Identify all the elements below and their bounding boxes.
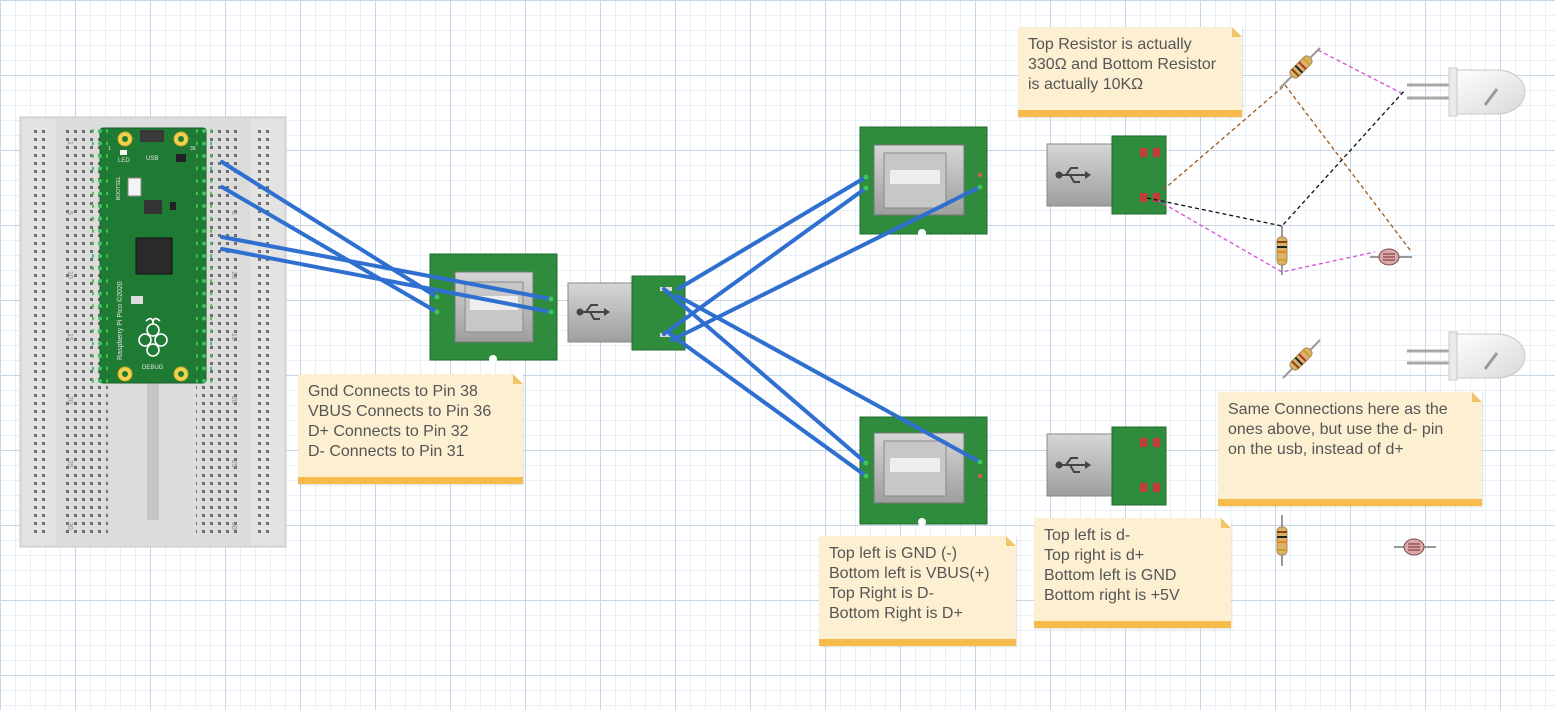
breadboard-channel — [147, 380, 159, 520]
pico-bootsel-label: BOOTSEL — [116, 176, 122, 200]
photoresistor-top[interactable] — [1370, 248, 1412, 266]
breadboard-row-label: 20 — [230, 396, 237, 404]
raspberry-pi-pico[interactable]: LED USB BOOTSEL Raspberry Pi Pico ©2020 … — [92, 127, 212, 384]
pico-pin-label: 39 — [190, 146, 196, 152]
note-line: Bottom right is +5V — [1044, 587, 1180, 604]
note-resistor-values[interactable]: Top Resistor is actually 330Ω and Bottom… — [1018, 27, 1242, 117]
usb-symbol-icon — [1055, 167, 1091, 183]
note-line: Top Resistor is actually — [1028, 36, 1192, 53]
power-rail-left — [30, 128, 46, 538]
usb-female-breakout-bottom[interactable] — [859, 416, 988, 526]
note-line: Bottom left is GND — [1044, 567, 1177, 584]
breadboard-row-label: 5 — [230, 211, 237, 215]
note-line: Top left is GND (-) — [829, 545, 958, 562]
pico-pins-right — [196, 128, 212, 383]
breadboard-row-label: 10 — [66, 271, 73, 279]
breadboard-row-label: 30 — [66, 522, 73, 530]
usb-female-breakout-top[interactable] — [859, 126, 988, 237]
usb-symbol-icon — [1055, 457, 1091, 473]
breadboard-row-label: 15 — [230, 333, 237, 341]
pico-debug-label: DEBUG — [142, 365, 164, 371]
note-line: ones above, but use the d- pin — [1228, 421, 1444, 438]
note-line: Top right is d+ — [1044, 547, 1145, 564]
note-usb-female-pinout[interactable]: Top left is GND (-) Bottom left is VBUS(… — [819, 536, 1016, 646]
pico-brand-label: Raspberry Pi Pico ©2020 — [116, 281, 124, 360]
note-line: D+ Connects to Pin 32 — [308, 423, 469, 440]
note-same-connections[interactable]: Same Connections here as the ones above,… — [1218, 392, 1482, 506]
photoresistor-bottom[interactable] — [1394, 538, 1436, 556]
raspberry-logo-icon — [138, 317, 168, 357]
breadboard-row-label: 15 — [66, 333, 73, 341]
led-bottom[interactable] — [1407, 331, 1526, 381]
pico-usb-label: USB — [146, 156, 158, 162]
breadboard-row-label: 25 — [66, 460, 73, 468]
note-line: Gnd Connects to Pin 38 — [308, 383, 478, 400]
breadboard-row-label: 5 — [66, 211, 73, 215]
note-line: Bottom Right is D+ — [829, 605, 963, 622]
resistor-bottom[interactable] — [1276, 515, 1288, 566]
note-line: Same Connections here as the — [1228, 401, 1448, 418]
note-line: D- Connects to Pin 31 — [308, 443, 465, 460]
pico-usb-port — [140, 130, 164, 142]
breadboard-row-label: 1 — [66, 141, 73, 145]
pico-led — [120, 150, 127, 155]
note-line: Bottom left is VBUS(+) — [829, 565, 990, 582]
note-line: VBUS Connects to Pin 36 — [308, 403, 492, 420]
usb-male-breakout-bottom[interactable] — [1046, 426, 1167, 506]
pico-pin-label: 1 — [108, 146, 111, 152]
note-line: on the usb, instead of d+ — [1228, 441, 1404, 458]
resistor-lower[interactable] — [1282, 339, 1321, 379]
pico-pins-left — [92, 128, 108, 383]
led-top[interactable] — [1407, 67, 1526, 117]
resistor-top[interactable] — [1279, 47, 1321, 89]
breadboard-row-label: 10 — [230, 271, 237, 279]
usb-male-breakout-center[interactable] — [567, 275, 686, 351]
power-rail-right — [258, 128, 274, 538]
resistor-middle[interactable] — [1276, 226, 1288, 275]
note-line: 330Ω and Bottom Resistor — [1028, 56, 1217, 73]
note-usb-male-pinout[interactable]: Top left is d- Top right is d+ Bottom le… — [1034, 518, 1231, 628]
breadboard-row-label: 25 — [230, 460, 237, 468]
usb-male-breakout-top[interactable] — [1046, 135, 1167, 215]
rp2040-chip — [135, 237, 173, 275]
wires-blue[interactable] — [220, 160, 982, 478]
note-line: Top left is d- — [1044, 527, 1131, 544]
flash-chip — [144, 200, 162, 214]
bootsel-button[interactable] — [127, 177, 142, 197]
note-line: Top Right is D- — [829, 585, 934, 602]
usb-symbol-icon — [576, 304, 610, 320]
wires-dashed[interactable] — [1146, 49, 1411, 273]
breadboard-row-label: 30 — [230, 522, 237, 530]
pico-led-label: LED — [118, 158, 130, 164]
breadboard-row-label: 20 — [66, 396, 73, 404]
note-pico-pins[interactable]: Gnd Connects to Pin 38 VBUS Connects to … — [298, 374, 523, 484]
note-line: is actually 10KΩ — [1028, 76, 1144, 93]
